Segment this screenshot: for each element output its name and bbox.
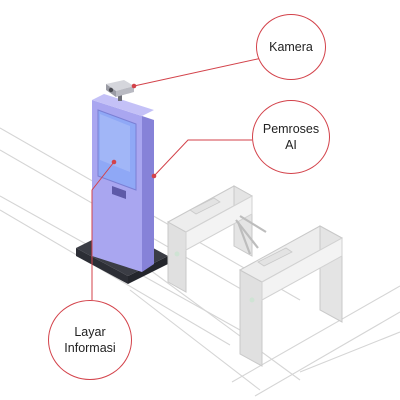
camera-icon	[106, 80, 134, 101]
turnstile-arms	[235, 215, 267, 255]
callout-layar-informasi: Layar Informasi	[48, 300, 132, 380]
callout-kamera: Kamera	[256, 14, 326, 80]
callout-leaders	[91, 57, 263, 300]
callout-pemroses-ai: Pemroses AI	[252, 100, 330, 174]
label-layar-line-1: Layar	[74, 325, 106, 339]
label-pemroses-line-1: Pemroses	[262, 122, 320, 136]
turnstile-gate-left	[166, 185, 254, 293]
callout-dots	[111, 83, 157, 179]
label-kamera: Kamera	[269, 40, 313, 54]
turnstile-gate-right	[238, 225, 344, 367]
label-layar-line-2: Informasi	[64, 341, 116, 355]
label-pemroses-line-2: AI	[285, 138, 297, 152]
